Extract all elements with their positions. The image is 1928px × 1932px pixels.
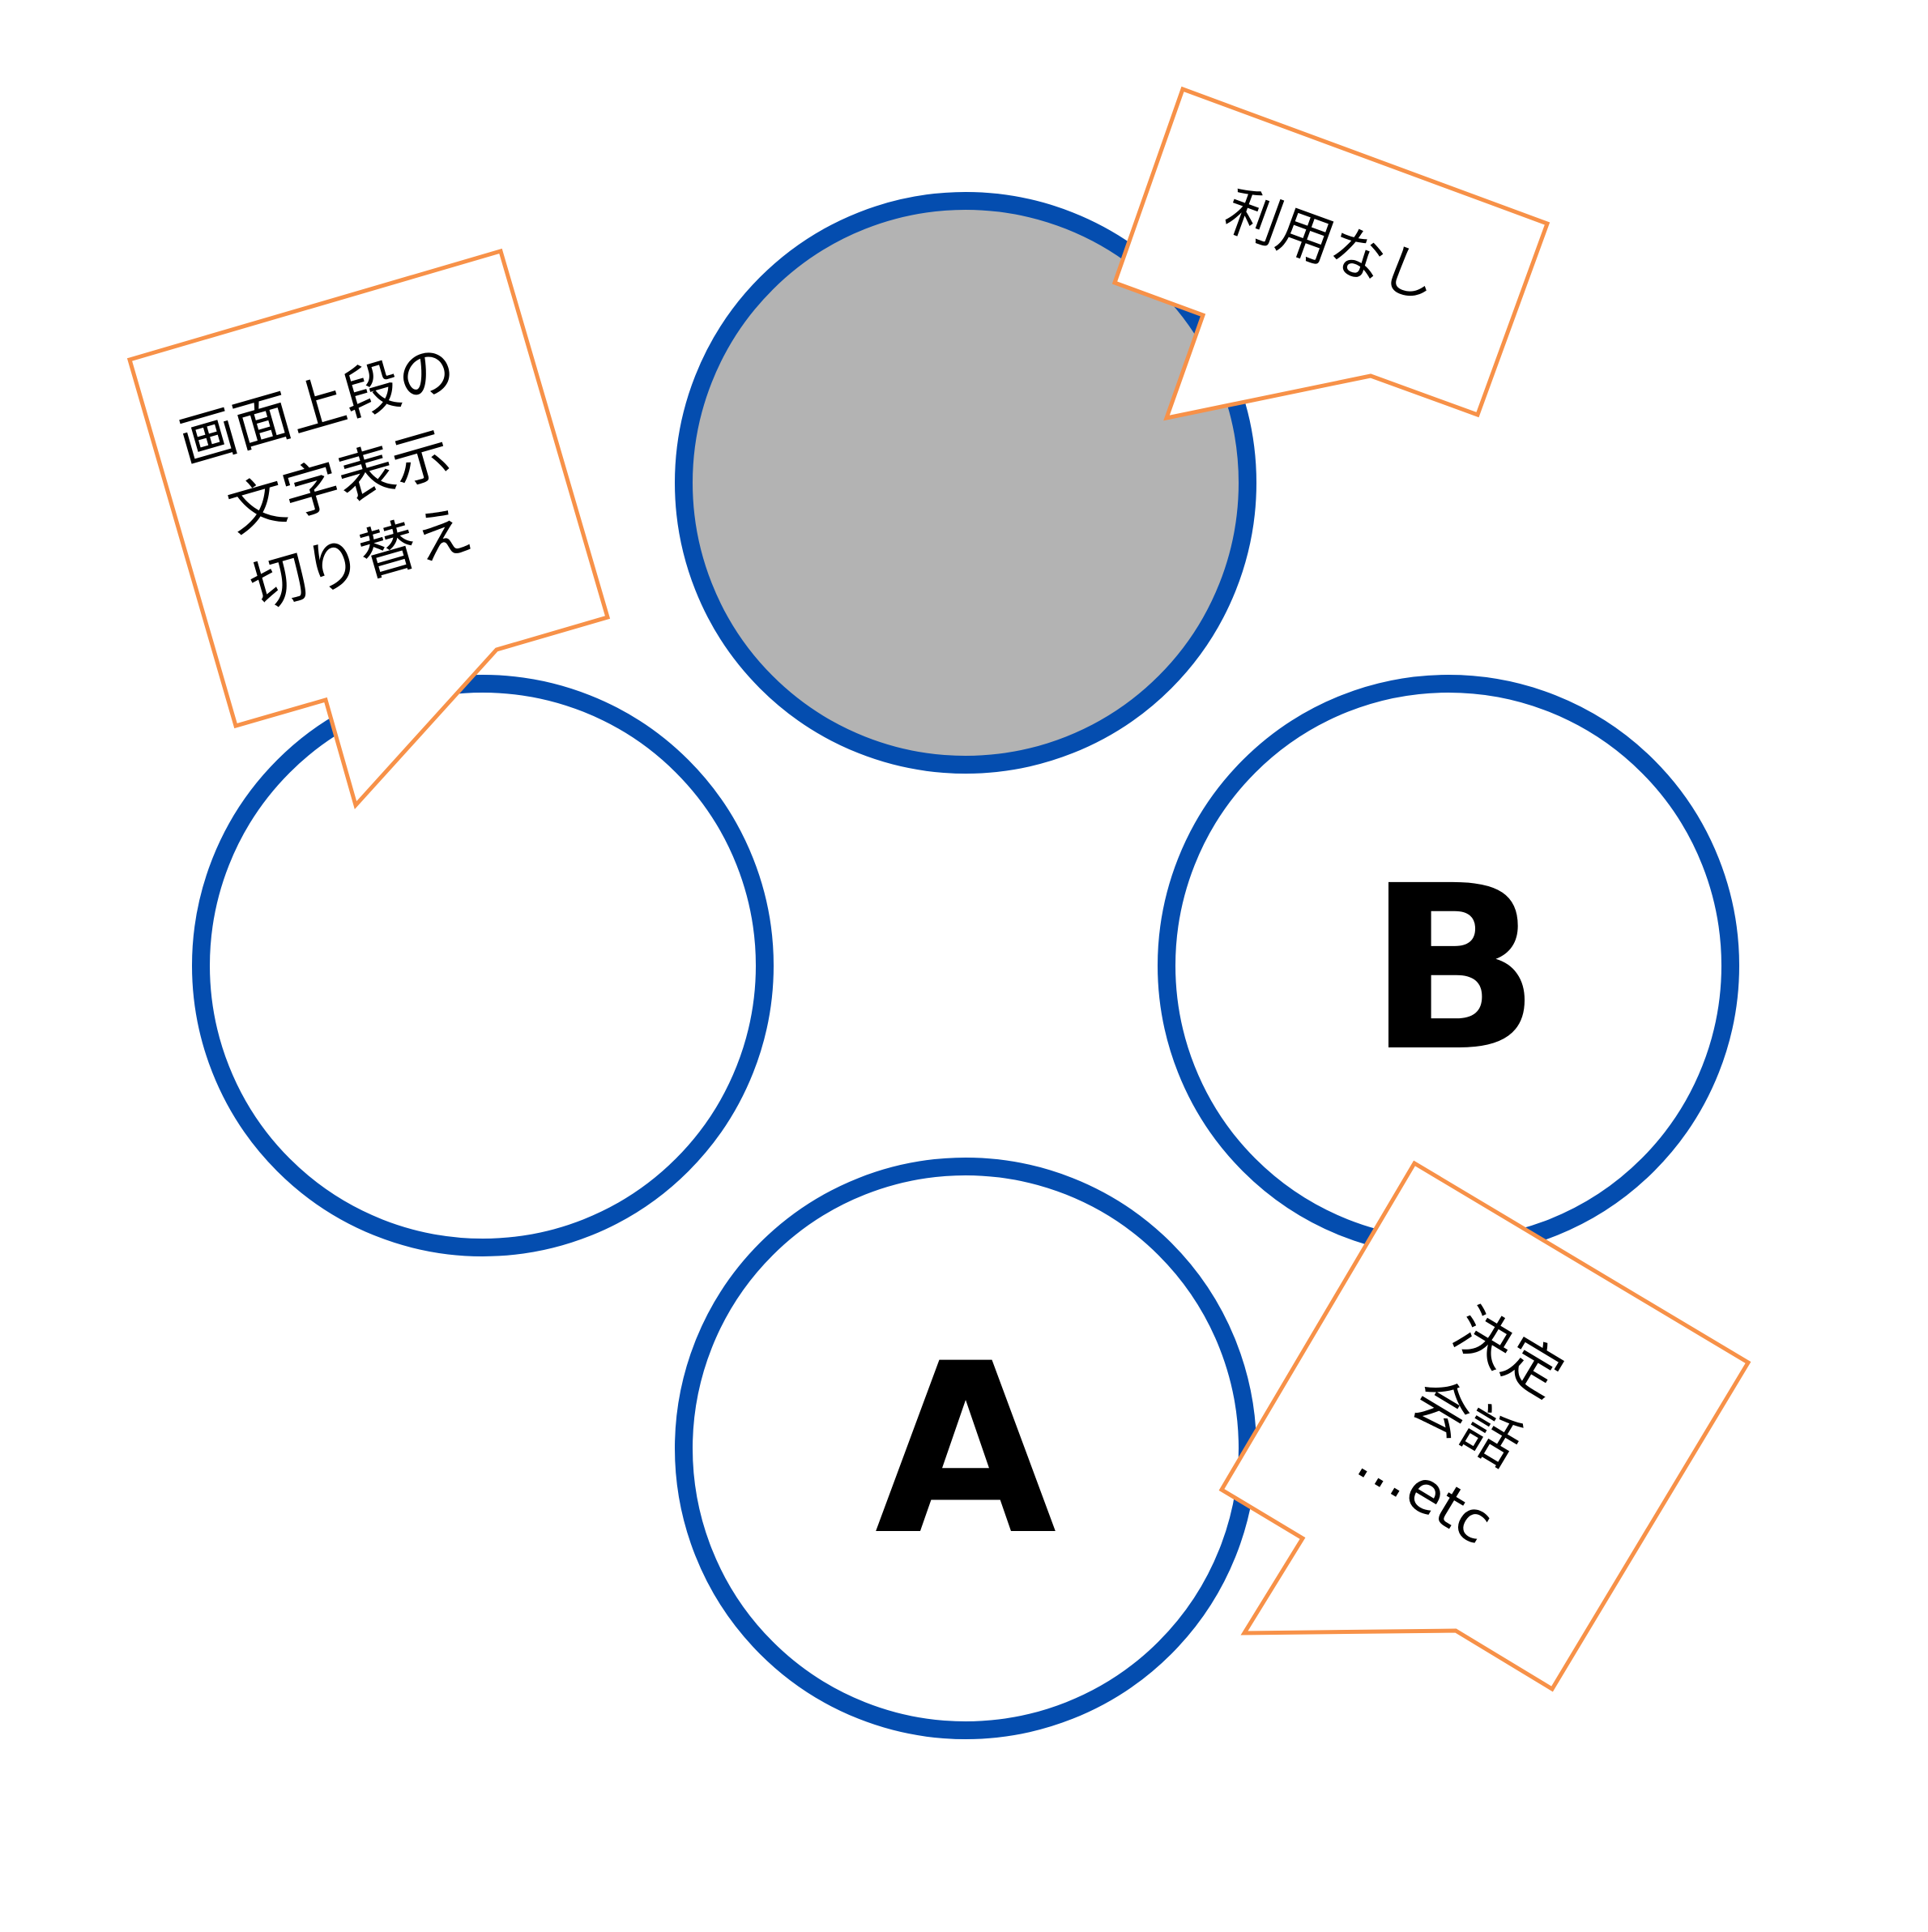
left-button[interactable] xyxy=(192,675,774,1256)
top-button-disabled[interactable] xyxy=(675,192,1256,774)
callout-top-left xyxy=(126,248,611,810)
a-button-label: A xyxy=(875,1314,1059,1587)
callout-bottom-right xyxy=(1218,1160,1751,1692)
callout-top-right xyxy=(1111,86,1551,421)
b-button-label: B xyxy=(1367,838,1540,1102)
